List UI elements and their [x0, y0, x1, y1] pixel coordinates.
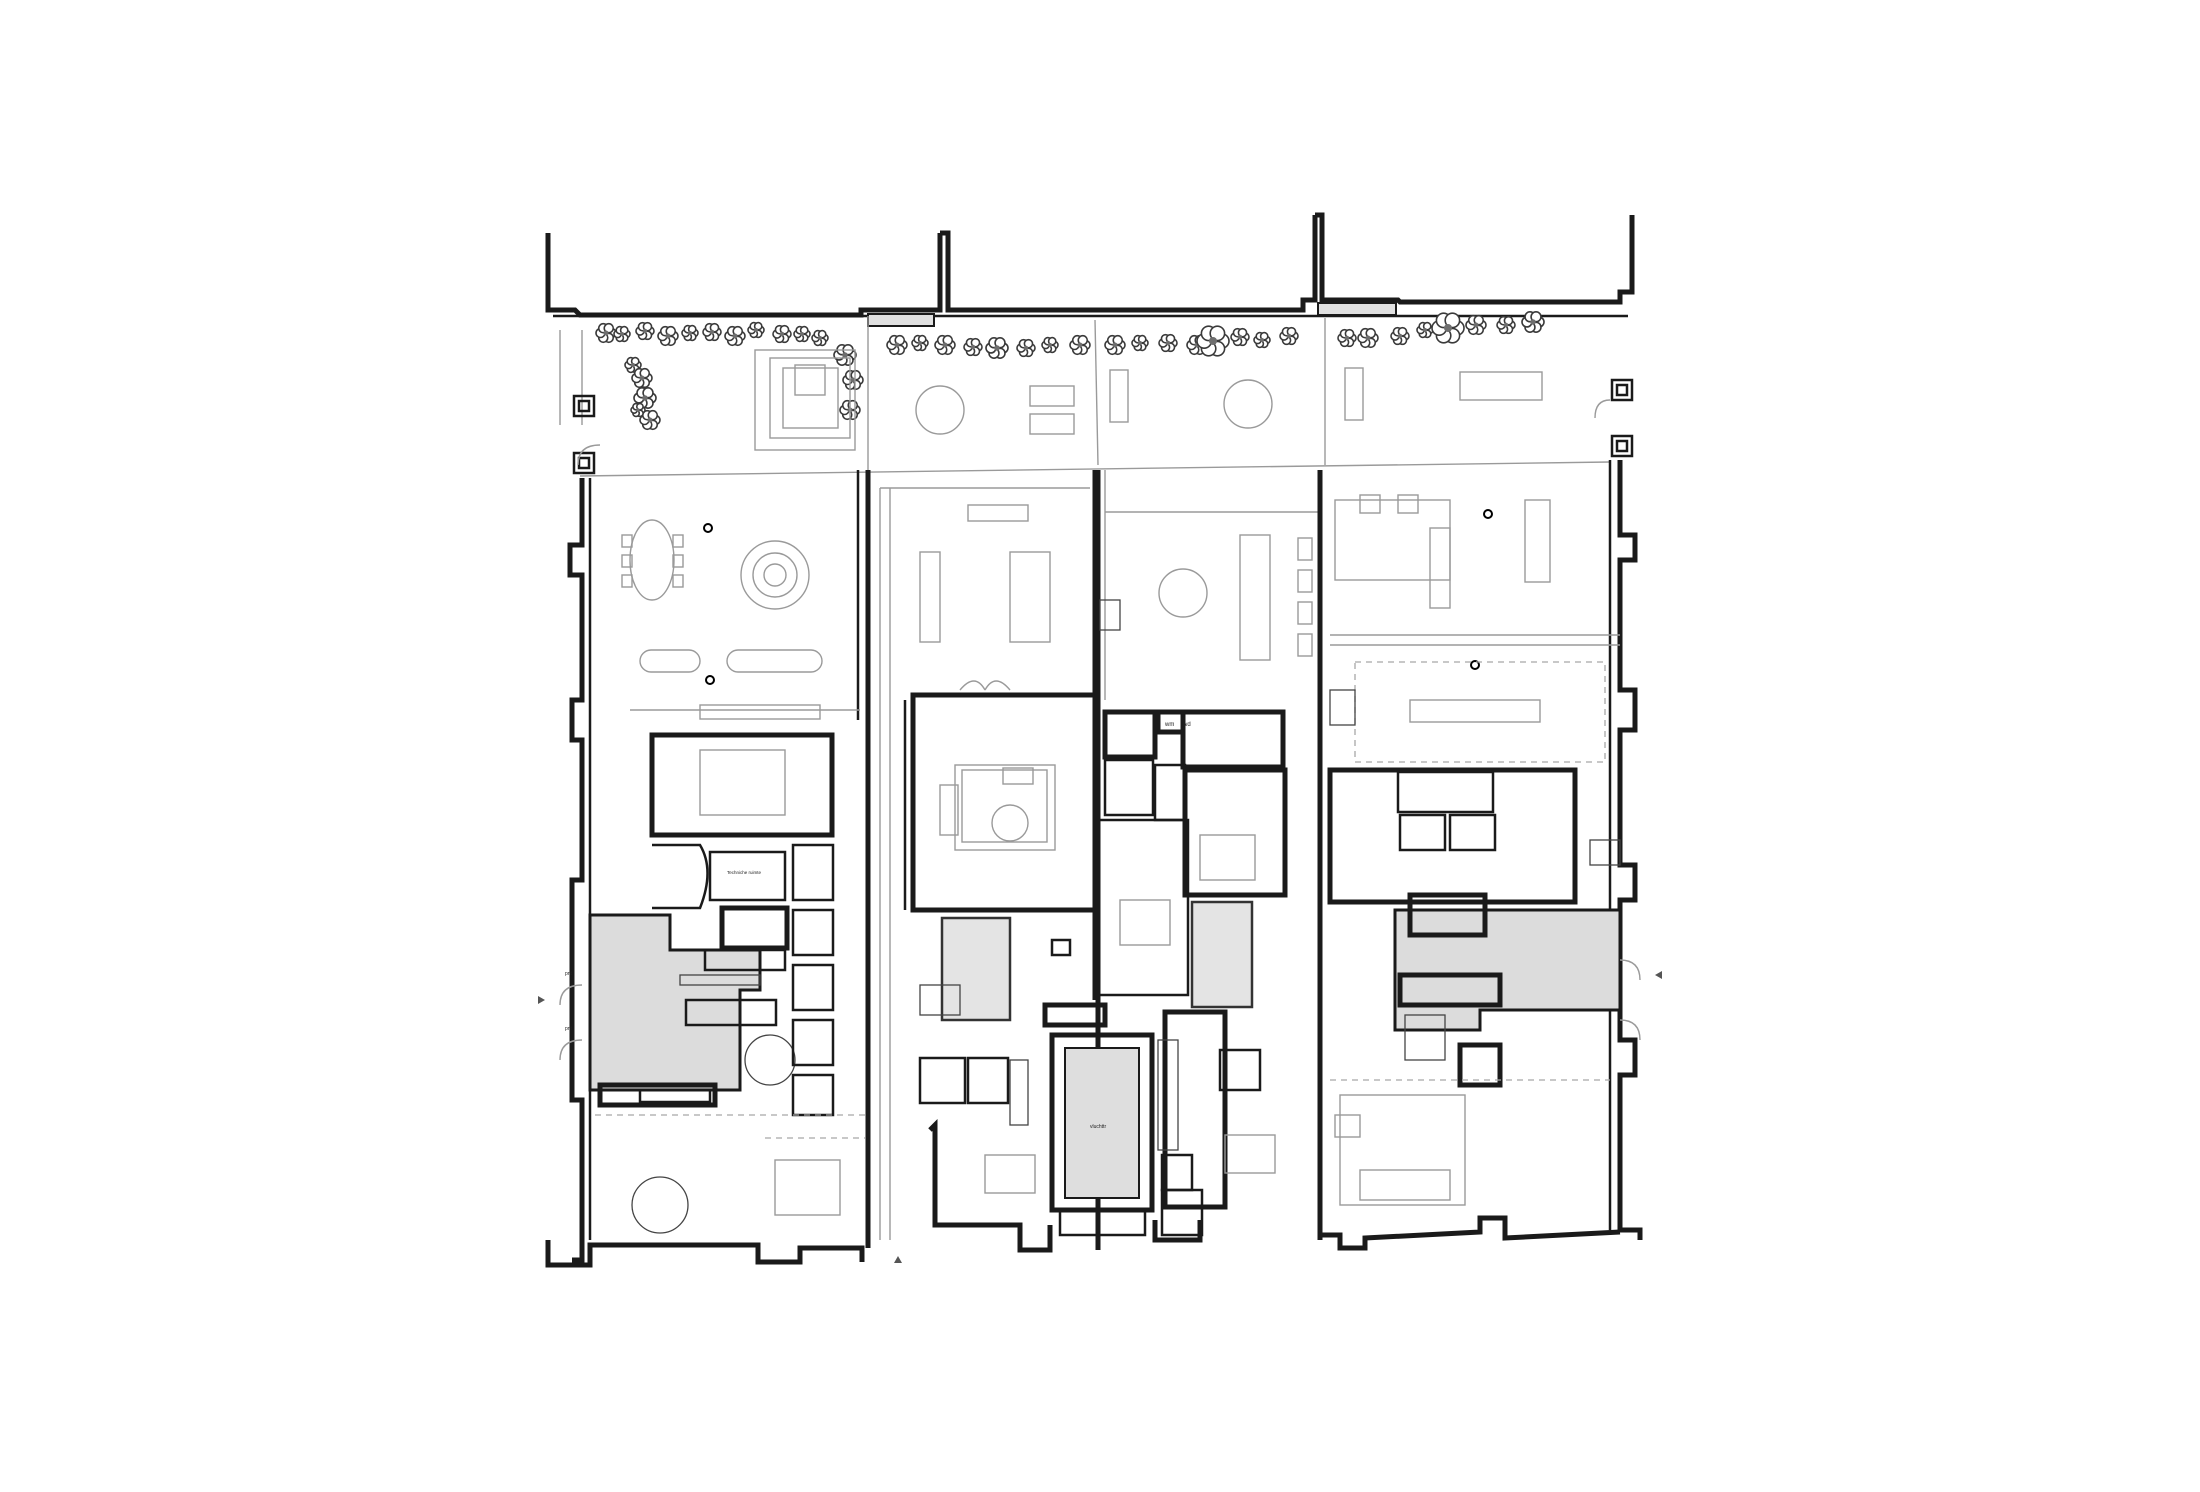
label-entrance-bottom: pnt — [565, 1026, 573, 1032]
door-swings — [559, 399, 1641, 1061]
plant-icon — [811, 329, 829, 347]
plant-icon — [630, 402, 646, 418]
plant-icon — [1041, 336, 1059, 354]
plant-icon — [1016, 338, 1036, 358]
balcony-planter-right — [1317, 302, 1397, 316]
plant-icon — [1416, 321, 1434, 339]
entrance-arrow-left — [538, 996, 545, 1004]
plant-icon — [613, 325, 631, 343]
plant-icon — [842, 369, 864, 391]
plant-icon — [639, 409, 661, 431]
plant-icon — [1069, 334, 1091, 356]
plant-icon — [963, 337, 983, 357]
plant-icon — [681, 324, 699, 342]
roof-terrace-outline — [545, 212, 1635, 327]
plant-icon — [1279, 326, 1299, 346]
plant-icon — [747, 321, 765, 339]
plant-icon — [657, 325, 679, 347]
label-wm: wm — [1164, 722, 1174, 728]
label-entrance-top: pnt — [565, 971, 573, 977]
plant-icon — [1357, 327, 1379, 349]
plant-icon — [1521, 311, 1545, 333]
plant-icon — [1390, 326, 1410, 346]
unit-middle-right: wm wd — [1095, 470, 1323, 1243]
plant-icon — [631, 367, 653, 389]
plant-icon — [595, 322, 617, 344]
unit-left: Techniche ruimte pnt pnt — [538, 394, 871, 1268]
plant-icon — [833, 344, 857, 366]
terrace-dividers — [579, 316, 1611, 477]
plant-icon — [985, 337, 1009, 359]
plant-icon — [1431, 312, 1465, 344]
plant-icon — [1131, 334, 1149, 352]
terrace-plants — [595, 311, 1545, 431]
entrance-arrow-bottom — [894, 1256, 902, 1263]
plant-icon — [772, 324, 792, 344]
label-storage-room: Techniche ruimte — [727, 870, 762, 875]
terrace-furniture — [559, 330, 1543, 451]
plant-icon — [934, 334, 956, 356]
plant-icon — [633, 387, 657, 409]
plant-icon — [1104, 334, 1126, 356]
plant-icon — [1196, 325, 1230, 357]
label-shaft: vluchttr — [1090, 1124, 1106, 1130]
balcony-planter-left — [867, 313, 935, 327]
plant-icon — [1337, 328, 1357, 348]
plant-icon — [1253, 331, 1271, 349]
entrance-arrow-right — [1655, 971, 1662, 979]
plant-icon — [1230, 327, 1250, 347]
plant-icon — [1158, 333, 1178, 353]
plant-icon — [886, 334, 908, 356]
label-wd: wd — [1182, 722, 1191, 728]
plant-icon — [635, 321, 655, 341]
plant-icon — [724, 325, 746, 347]
plant-icon — [1496, 315, 1516, 335]
plant-icon — [793, 325, 811, 343]
unit-right — [1320, 378, 1662, 1251]
plant-icon — [702, 322, 722, 342]
plant-icon — [1465, 314, 1487, 336]
plant-icon — [911, 334, 929, 352]
central-shaft: vluchttr — [1042, 1002, 1155, 1237]
